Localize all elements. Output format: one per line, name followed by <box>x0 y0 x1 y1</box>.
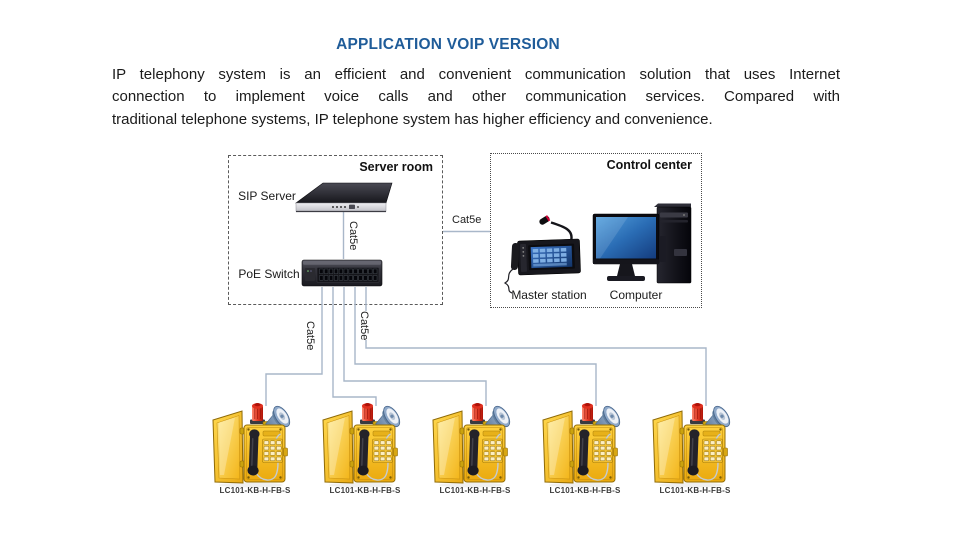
master-station-label: Master station <box>511 288 587 302</box>
sip-server-label: SIP Server <box>238 189 296 203</box>
phone-model-label-3: LC101-KB-H-FB-S <box>439 486 511 495</box>
phone-model-label-5: LC101-KB-H-FB-S <box>659 486 731 495</box>
server-room-title: Server room <box>359 160 433 174</box>
control-center-title: Control center <box>606 158 692 172</box>
phone-model-label-2: LC101-KB-H-FB-S <box>329 486 401 495</box>
phone-device-2 <box>322 402 404 489</box>
phone-device-5 <box>652 402 734 489</box>
cable-label-drop-2: Cat5e <box>357 311 371 341</box>
description-paragraph: IP telephony system is an efficient and … <box>112 64 840 131</box>
server-room-box: Server room <box>228 155 443 305</box>
description-line-3: traditional telephone systems, IP teleph… <box>112 110 713 128</box>
description-line-1: IP telephony system is an efficient and … <box>112 66 840 83</box>
page-title: APPLICATION VOIP VERSION <box>336 36 560 53</box>
phone-device-1 <box>212 402 294 489</box>
poe-switch-label: PoE Switch <box>238 267 300 281</box>
control-center-box: Control center <box>490 153 702 308</box>
cable-label-backbone: Cat5e <box>451 214 483 226</box>
cable-label-sip-to-switch: Cat5e <box>346 221 360 251</box>
computer-label: Computer <box>609 288 663 302</box>
phone-device-3 <box>432 402 514 489</box>
cable-label-drop-1: Cat5e <box>303 321 317 351</box>
description-line-2: connection to implement voice calls and … <box>112 88 840 106</box>
phone-model-label-4: LC101-KB-H-FB-S <box>549 486 621 495</box>
phone-model-label-1: LC101-KB-H-FB-S <box>219 486 291 495</box>
phone-device-4 <box>542 402 624 489</box>
